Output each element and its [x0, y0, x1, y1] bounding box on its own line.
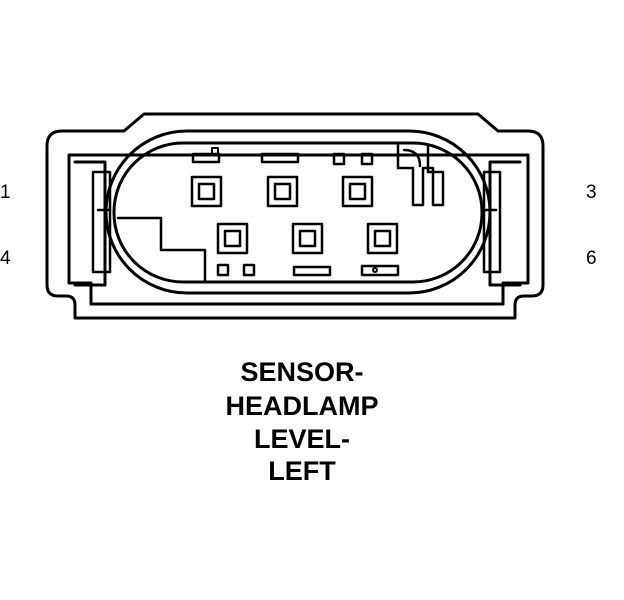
right-latch [488, 160, 522, 287]
pin-cavity-3 [341, 175, 374, 208]
caption-line-3: LEVEL- [253, 424, 350, 454]
caption-line-1: SENSOR- [240, 357, 364, 387]
pin-cavity-2 [266, 175, 299, 208]
right-latch-inner [482, 170, 502, 274]
bottom-tab-3 [292, 265, 332, 277]
pin-label-1: 1 [0, 182, 11, 203]
bottom-tab-1 [216, 263, 230, 277]
caption-line-2: HEADLAMP [225, 391, 379, 421]
pin-cavity-4 [216, 222, 249, 255]
keying-slot-curve [402, 148, 422, 168]
connector-housing-outer [45, 112, 545, 320]
connector-face-inner [112, 141, 484, 284]
connector-housing-inner [67, 153, 530, 306]
caption-line-4: LEFT [268, 456, 336, 486]
pin-cavity-1 [190, 175, 223, 208]
pin-label-6: 6 [586, 248, 597, 269]
top-tab-4 [360, 152, 374, 166]
pin-cavity-5 [291, 222, 324, 255]
bottom-tab-4 [360, 264, 400, 277]
pin-label-4: 4 [0, 248, 11, 269]
pin-label-3: 3 [586, 182, 597, 203]
top-tab-1 [191, 152, 221, 164]
left-latch [73, 160, 107, 287]
keying-slot [396, 143, 445, 207]
top-tab-3 [332, 152, 346, 166]
bottom-tab-2 [242, 263, 256, 277]
top-dot [211, 147, 219, 155]
pin-cavity-6 [366, 222, 399, 255]
bottom-dot [372, 267, 378, 273]
left-latch-inner [91, 170, 112, 274]
top-tab-2 [260, 152, 300, 164]
keying-step [116, 216, 207, 283]
connector-face-outer [104, 129, 492, 295]
